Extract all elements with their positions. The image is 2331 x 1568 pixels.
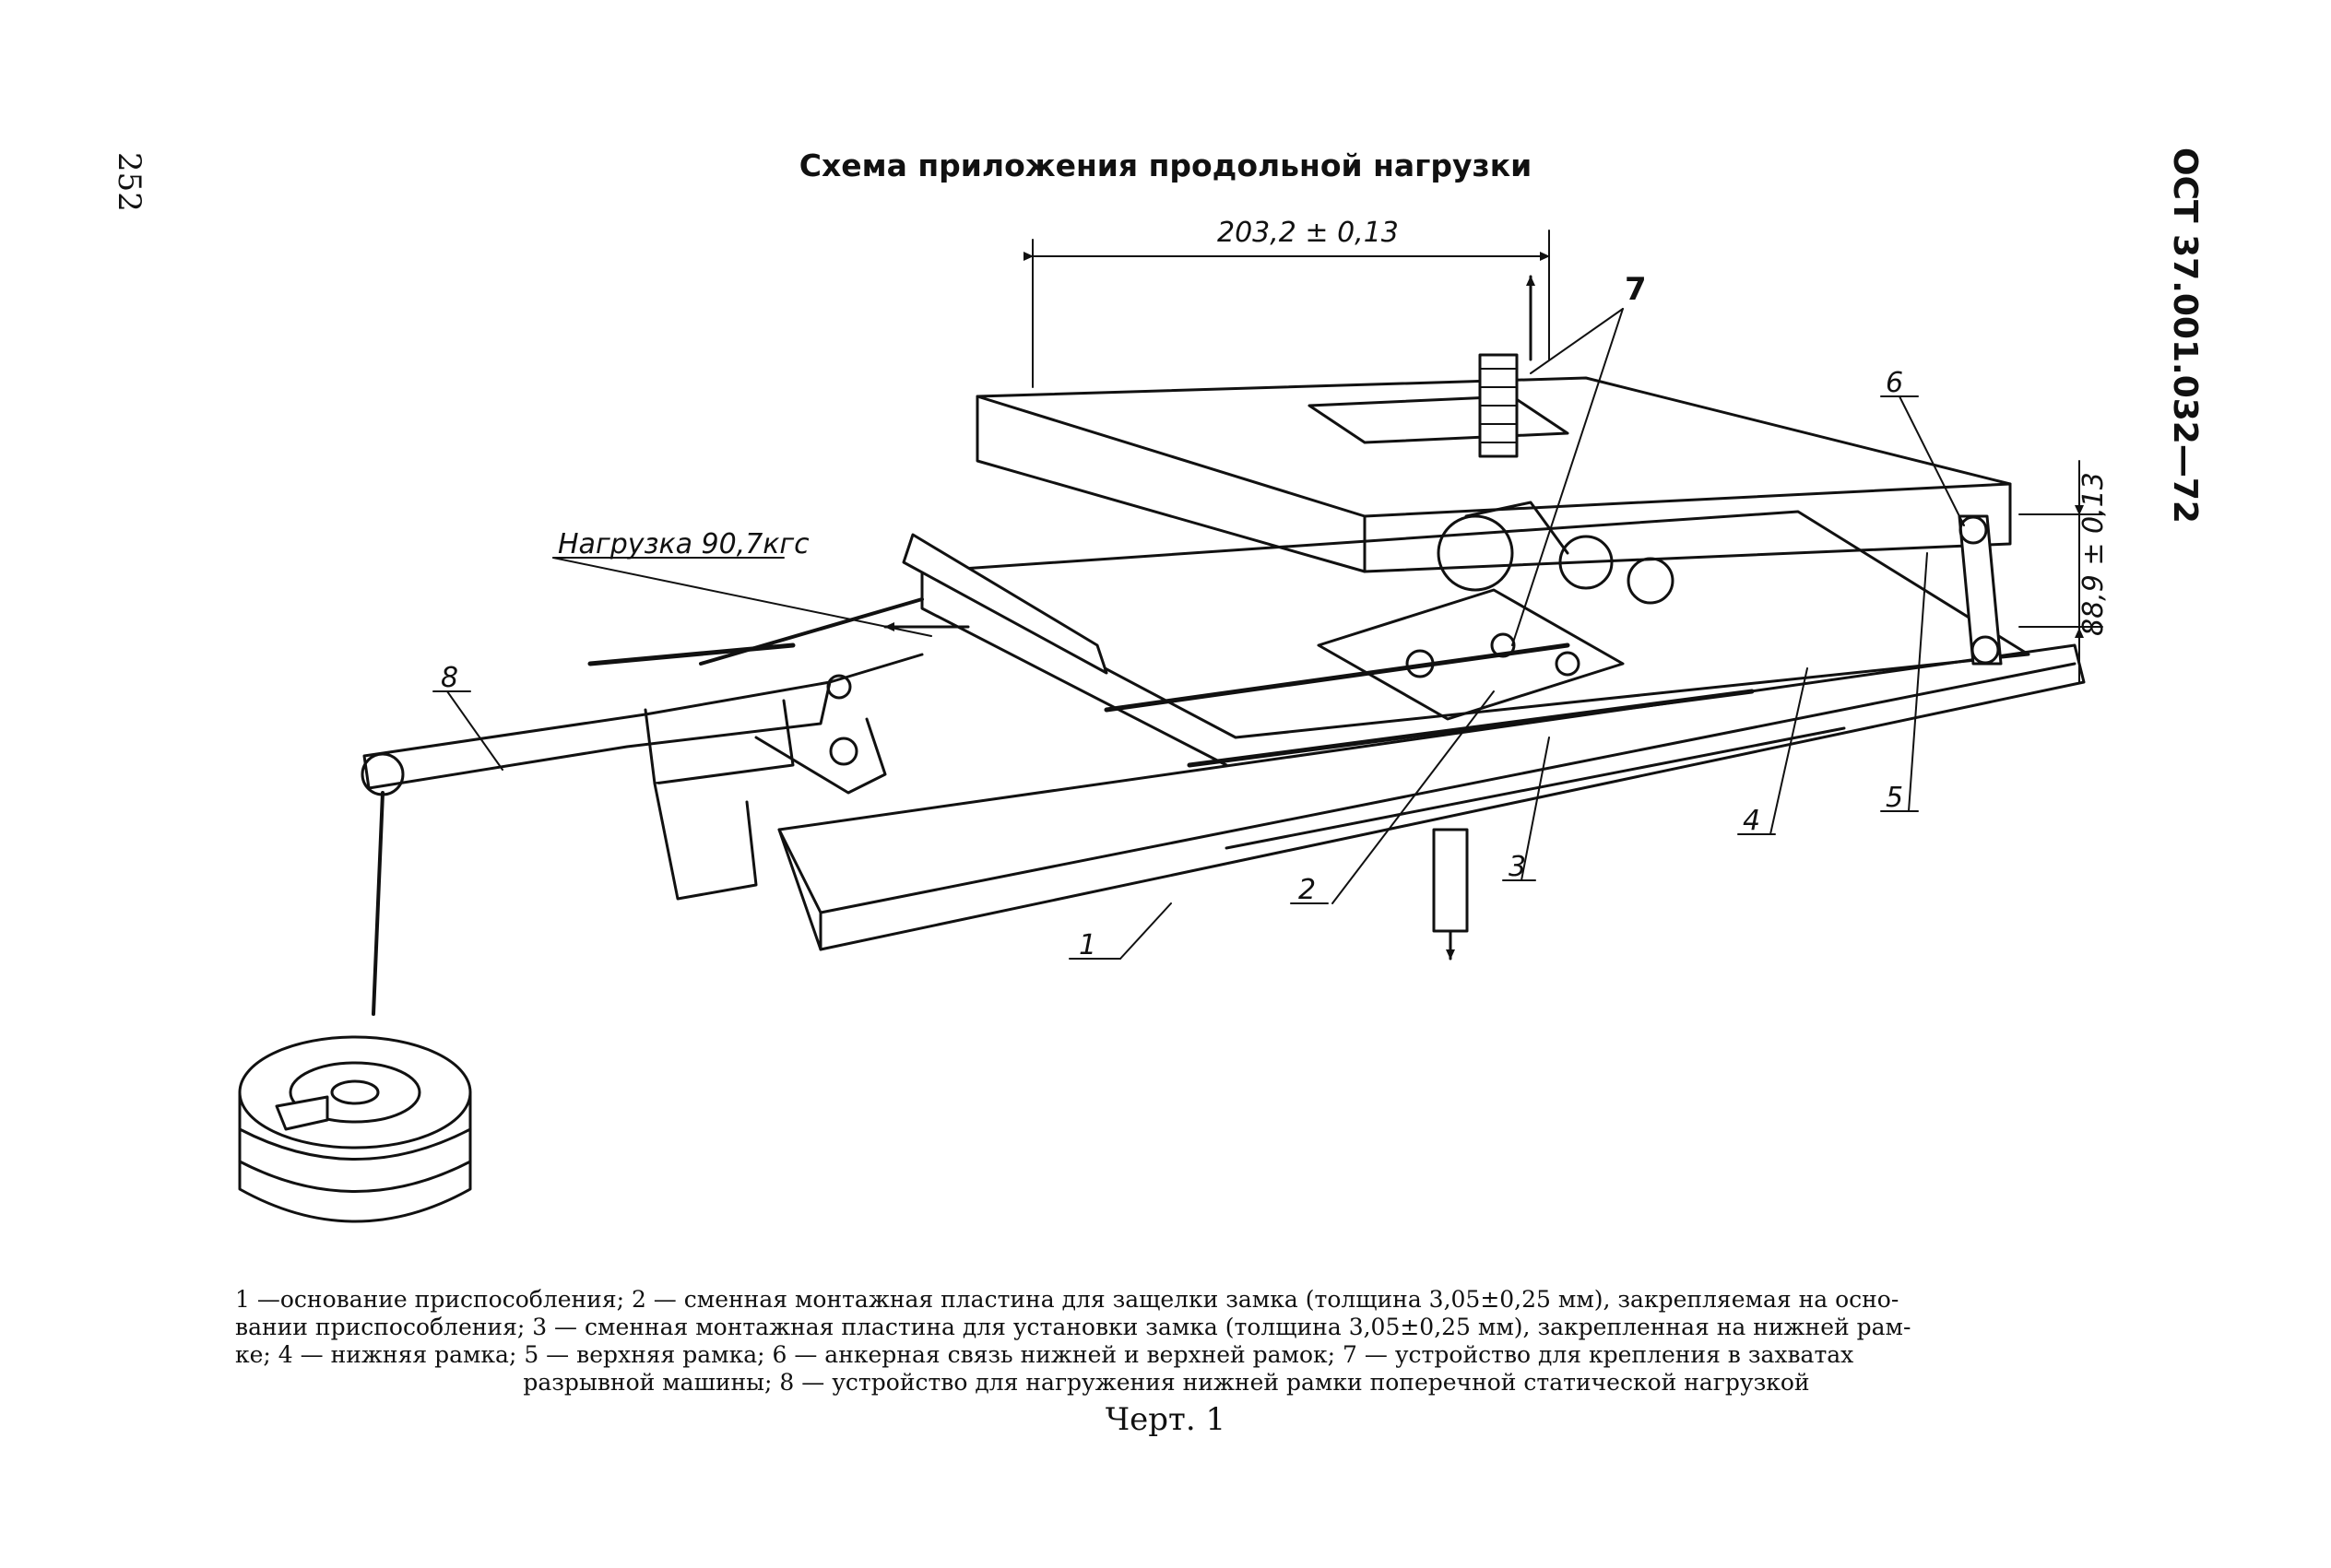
caption-line: ке; 4 — нижняя рамка; 5 — верхняя рамка;…: [235, 1341, 1854, 1368]
caption-line: вании приспособления; 3 — сменная монтаж…: [235, 1314, 1911, 1340]
page-title: Схема приложения продольной нагрузки: [799, 147, 1532, 183]
callout-6: 6: [1886, 367, 1903, 399]
grip-device: [1432, 275, 1535, 961]
lock-mechanism: [1317, 501, 1674, 721]
callout-2: 2: [1298, 874, 1316, 906]
dimension-right-label: 88,9 ± 0,13: [2077, 472, 2110, 636]
anchor-link: [1958, 514, 2003, 666]
callout-7: 7: [1625, 271, 1647, 308]
callout-4: 4: [1743, 805, 1760, 837]
caption-line: 1 —основание приспособления; 2 — сменная…: [235, 1286, 1899, 1313]
callout-5: 5: [1886, 782, 1903, 814]
caption: 1 —основание приспособления; 2 — сменная…: [235, 1286, 2098, 1397]
callout-1: 1: [1079, 929, 1096, 961]
loading-lever: [361, 533, 1108, 901]
callout-8: 8: [441, 662, 458, 694]
callout-3: 3: [1509, 851, 1526, 883]
caption-line: разрывной машины; 8 — устройство для наг…: [523, 1369, 1810, 1396]
callout-leaders: [446, 308, 1965, 960]
dimension-top-label: 203,2 ± 0,13: [1217, 217, 1399, 249]
load-label: Нагрузка 90,7кгс: [558, 528, 810, 560]
figure-label: Черт. 1: [1105, 1401, 1226, 1438]
weight-stack: [238, 791, 472, 1223]
dimensions: [1024, 230, 2103, 683]
